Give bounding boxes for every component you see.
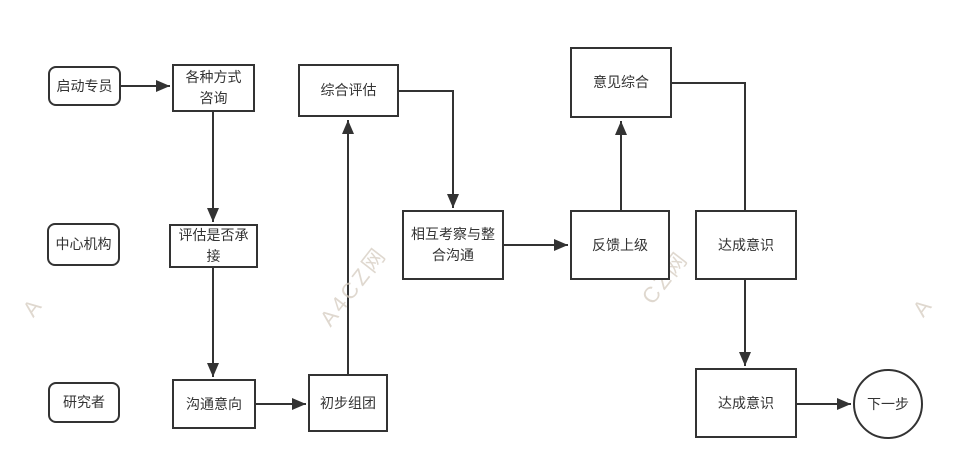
node-mutual-inspect: 相互考察与整 合沟通 [402,210,504,280]
node-comprehensive-eval: 综合评估 [298,64,399,117]
lane-launch-specialist: 启动专员 [48,66,121,106]
node-reach-consensus-mid: 达成意识 [695,210,797,280]
lane-central-agency: 中心机构 [47,223,120,266]
node-various-consult: 各种方式 咨询 [172,64,255,112]
edge-eval-to-mutual [399,90,459,208]
node-communicate-intent: 沟通意向 [172,379,256,429]
node-reach-consensus-bottom: 达成意识 [695,368,797,438]
node-opinion-synthesis: 意见综合 [570,47,672,118]
lane-researcher: 研究者 [48,382,120,423]
node-preliminary-group: 初步组团 [308,374,388,432]
node-next-step: 下一步 [853,369,923,439]
edge-opinion-to-consensus-mid [672,82,746,211]
node-feedback-superior: 反馈上级 [570,210,670,280]
node-assess-undertake: 评估是否承 接 [169,224,258,268]
